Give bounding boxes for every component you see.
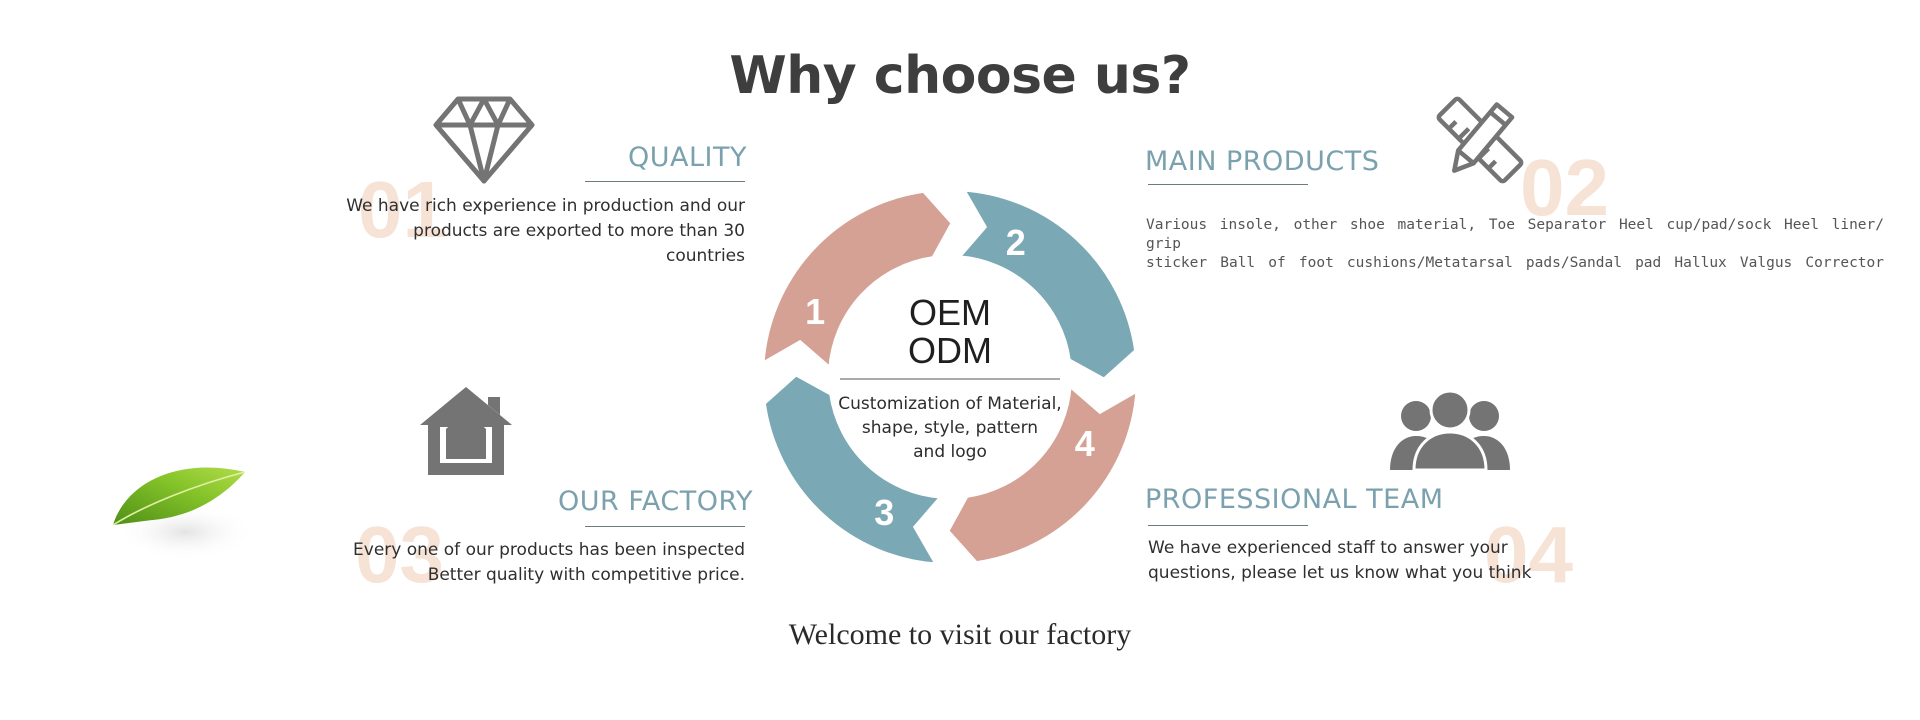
house-icon: [418, 385, 514, 477]
quality-desc-line-2: products are exported to more than 30 co…: [413, 221, 745, 266]
feature-number-02: 02: [1520, 143, 1609, 232]
cycle-segment-3: [761, 371, 946, 567]
our-factory-description: Every one of our products has been inspe…: [345, 538, 745, 588]
our-factory-heading-rule: [585, 526, 745, 527]
main-products-heading: MAIN PRODUCTS: [1145, 146, 1380, 177]
page-title: Why choose us?: [729, 46, 1191, 106]
cycle-segment-2: [954, 187, 1139, 383]
main-products-desc-line-2: sticker Ball of foot cushions/Metatarsal…: [1146, 255, 1884, 271]
cycle-segment-number-4: 4: [1075, 423, 1095, 464]
professional-team-description: We have experienced staff to answer your…: [1148, 536, 1568, 586]
professional-team-heading: PROFESSIONAL TEAM: [1145, 484, 1444, 515]
professional-team-heading-rule: [1148, 525, 1308, 526]
feature-number-01: 01: [358, 165, 447, 254]
quality-heading: QUALITY: [628, 142, 747, 173]
footer-welcome-text: Welcome to visit our factory: [788, 618, 1132, 651]
professional-team-desc-line-2: questions, please let us know what you t…: [1148, 563, 1532, 583]
team-icon: [1388, 390, 1512, 470]
our-factory-heading: OUR FACTORY: [558, 486, 754, 517]
feature-number-04: 04: [1484, 510, 1573, 599]
main-products-desc-line-1: Various insole, other shoe material, Toe…: [1146, 217, 1884, 252]
quality-description: We have rich experience in production an…: [345, 194, 745, 269]
cycle-segment-number-2: 2: [1006, 222, 1026, 263]
center-desc-line-3: and logo: [913, 442, 987, 462]
cycle-segment-number-1: 1: [805, 291, 825, 332]
main-products-description: Various insole, other shoe material, Toe…: [1146, 216, 1884, 273]
center-desc-line-1: Customization of Material,: [838, 394, 1061, 414]
center-line-odm: ODM: [908, 330, 992, 371]
our-factory-desc-line-2: Better quality with competitive price.: [427, 565, 745, 585]
our-factory-desc-line-1: Every one of our products has been inspe…: [353, 540, 745, 560]
center-desc-line-2: shape, style, pattern: [862, 418, 1038, 438]
feature-number-03: 03: [355, 510, 444, 599]
professional-team-desc-line-1: We have experienced staff to answer your: [1148, 538, 1508, 558]
leaf-icon: [112, 467, 255, 560]
cycle-segment-4: [944, 381, 1140, 566]
quality-desc-line-1: We have rich experience in production an…: [346, 196, 745, 216]
leaf-decoration: [105, 450, 265, 570]
cycle-segment-number-3: 3: [874, 492, 894, 533]
pencil-ruler-icon: [1436, 96, 1524, 184]
center-line-oem: OEM: [909, 292, 991, 333]
cycle-segment-1: [760, 188, 956, 373]
diamond-icon: [432, 95, 536, 185]
main-products-heading-rule: [1148, 184, 1308, 185]
quality-heading-rule: [585, 181, 745, 182]
